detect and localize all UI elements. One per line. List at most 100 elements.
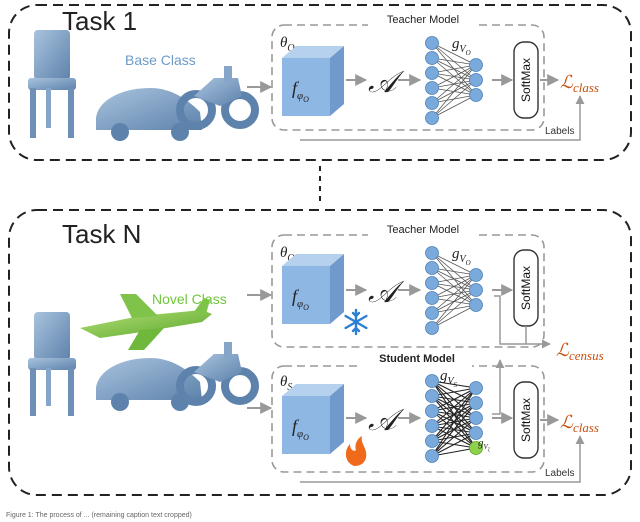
- network-edge: [431, 64, 477, 119]
- network-edge: [431, 432, 477, 457]
- neuron: [425, 321, 439, 335]
- neuron: [425, 404, 439, 418]
- neuron: [469, 411, 483, 425]
- network-edge: [431, 289, 477, 329]
- neuron: [425, 246, 439, 260]
- motorcycle-icon: [176, 66, 259, 130]
- network-edge: [431, 274, 477, 329]
- figure-caption: Figure 1: The process of ... (remaining …: [6, 512, 192, 519]
- network-edge: [431, 380, 477, 389]
- taskN-student-softmax-label: SoftMax: [519, 398, 533, 442]
- taskN-student-feature-extractor: fφO: [282, 384, 344, 454]
- neuron: [425, 389, 439, 403]
- task1-classifier-network: [425, 36, 483, 125]
- taskN-teacher-feature-extractor: fφO: [282, 254, 344, 324]
- neuron: [425, 291, 439, 305]
- neuron: [469, 381, 483, 395]
- network-edge: [431, 94, 477, 119]
- neuron: [469, 396, 483, 410]
- network-edge: [431, 274, 477, 314]
- network-edge: [431, 447, 477, 457]
- neuron: [469, 268, 483, 282]
- taskN-student-softmax: [513, 381, 539, 459]
- network-edge: [431, 267, 477, 276]
- neuron: [469, 73, 483, 87]
- taskN-teacher-aggregator: 𝒜: [368, 276, 405, 309]
- neuron: [469, 88, 483, 102]
- network-edge: [431, 79, 477, 119]
- network-edge: [431, 57, 477, 66]
- network-edge: [431, 387, 477, 427]
- network-edge: [431, 64, 477, 89]
- neuron: [425, 96, 439, 110]
- network-edge: [431, 274, 477, 284]
- neuron: [425, 449, 439, 463]
- network-edge: [431, 417, 477, 457]
- taskN-student-network: [425, 374, 483, 463]
- novel-class-label: Novel Class: [152, 291, 227, 307]
- task1-labels: Labels: [545, 126, 574, 137]
- neuron: [425, 81, 439, 95]
- taskN-theta-student: θS: [280, 374, 292, 393]
- network-edge: [431, 64, 477, 74]
- airplane-icon: [80, 294, 212, 350]
- network-edge: [431, 304, 477, 329]
- network-edge: [431, 387, 477, 397]
- motorcycle-icon: [176, 342, 259, 406]
- neuron: [469, 58, 483, 72]
- car-icon: [96, 88, 202, 141]
- network-edge: [431, 252, 477, 276]
- task1-teacher-title: Teacher Model: [387, 14, 459, 26]
- taskN-loss-class: ℒclass: [560, 412, 599, 435]
- svg-text:fφO: fφO: [292, 286, 309, 312]
- taskN-teacher-network: [425, 246, 483, 335]
- taskN-teacher-g-label: gVO: [452, 246, 471, 267]
- network-edge: [431, 402, 477, 457]
- taskN-student-title: Student Model: [379, 353, 455, 365]
- network-edge: [431, 387, 477, 457]
- network-edge: [431, 42, 477, 66]
- task1-g-label: gVO: [452, 36, 471, 57]
- network-edge: [431, 387, 477, 412]
- neuron: [425, 36, 439, 50]
- neuron: [469, 298, 483, 312]
- neuron: [425, 419, 439, 433]
- neuron: [469, 426, 483, 440]
- neuron: [425, 276, 439, 290]
- neuron: [425, 51, 439, 65]
- network-edge: [431, 387, 477, 442]
- taskN-student-aggregator: 𝒜: [368, 404, 405, 437]
- task1-loss: ℒclass: [560, 72, 599, 95]
- neuron: [425, 111, 439, 125]
- taskN-teacher-title: Teacher Model: [387, 224, 459, 236]
- svg-text:fφO: fφO: [292, 78, 309, 104]
- task1-frame: [8, 4, 632, 161]
- taskN-loss-census: ℒcensus: [556, 340, 604, 363]
- chair-icon: [28, 30, 76, 138]
- flame-icon: [345, 436, 367, 466]
- neuron: [425, 434, 439, 448]
- network-edge: [431, 64, 477, 104]
- taskN-title: Task N: [62, 219, 141, 249]
- taskN-novel-g-label: gVζ: [478, 437, 491, 453]
- neuron: [425, 261, 439, 275]
- task1-feature-extractor: fφO: [282, 46, 344, 116]
- svg-text:fφO: fφO: [292, 416, 309, 442]
- snowflake-icon: [344, 308, 368, 336]
- neuron: [425, 66, 439, 80]
- taskN-frame: [8, 209, 632, 496]
- base-class-label: Base Class: [125, 52, 196, 68]
- taskN-teacher-softmax-label: SoftMax: [519, 266, 533, 310]
- neuron: [425, 374, 439, 388]
- task1-aggregator: 𝒜: [368, 66, 405, 99]
- novel-neuron: [469, 441, 483, 455]
- network-edge: [431, 274, 477, 299]
- task1-title: Task 1: [62, 6, 137, 36]
- task1-softmax-label: SoftMax: [519, 58, 533, 102]
- taskN-labels: Labels: [545, 468, 574, 479]
- chair-icon: [28, 312, 76, 416]
- task1-theta: θO: [280, 35, 295, 54]
- neuron: [469, 283, 483, 297]
- car-icon: [96, 358, 202, 411]
